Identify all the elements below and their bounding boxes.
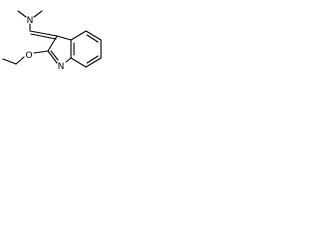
bond-c3-to-c3a [56,35,72,41]
amine-nitrogen-label: N [27,16,34,26]
bond-n-to-methyl-2 [33,10,43,18]
bond-c2-to-n1 [47,50,58,64]
bond-c4-to-c5 [85,30,102,41]
bond-c3a-to-c4 [70,30,87,41]
bond-c4-to-c5-inner [86,34,99,43]
bond-c6-to-c7 [85,57,102,68]
chemical-structure-diagram: N N O [2,10,102,72]
bond-c6-to-c7-inner [86,55,99,64]
bond-methyl-1-to-n [17,10,27,18]
bond-ch-to-c3-single [29,30,58,37]
bond-o-to-ch2 [15,56,25,65]
bond-ch-to-c3-double [30,33,57,40]
ether-oxygen-label: O [25,51,32,61]
bond-c7-to-c7a [70,57,87,68]
bond-ch2-to-ch3 [2,58,17,65]
bond-c2-to-n1-double [50,50,59,61]
ring-nitrogen-label: N [58,62,65,72]
bond-c2-to-o [33,50,49,54]
bond-c3-to-c2 [47,35,58,52]
bond-n1-to-c7a [65,57,72,63]
